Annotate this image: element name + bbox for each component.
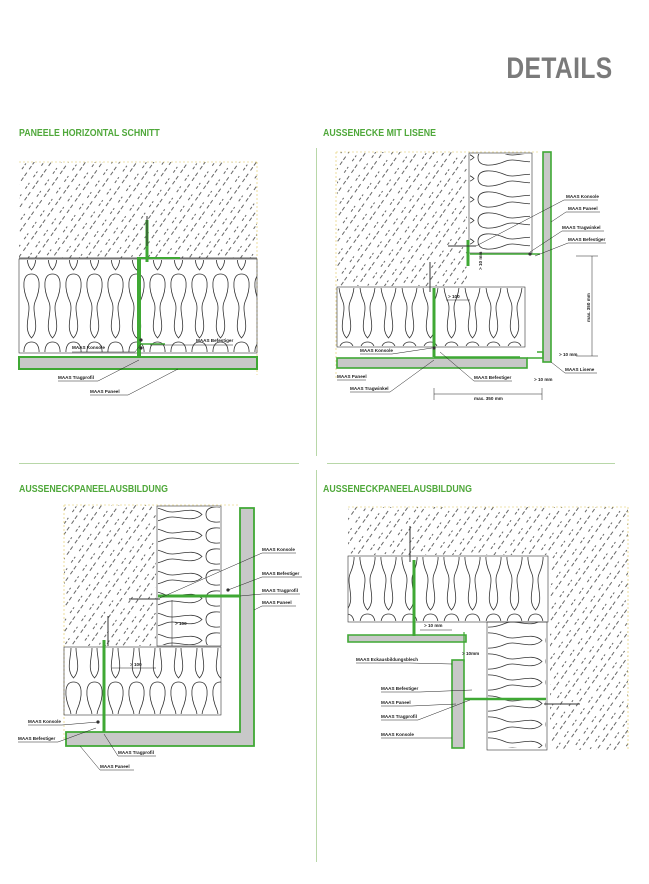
page-title: DETAILS — [506, 52, 613, 85]
label-dim-10-right: > 10 mm — [559, 352, 578, 357]
label-befestiger: MAAS Befestiger — [196, 338, 233, 343]
label-paneel: MAAS Paneel — [90, 389, 120, 394]
row-divider-right — [327, 463, 615, 464]
label-konsole-left: MAAS Konsole — [28, 719, 61, 724]
label-konsole: MAAS Konsole — [381, 732, 414, 737]
column-divider-bottom — [316, 470, 317, 862]
label-dim-10-bottom: > 10 mm — [534, 377, 553, 382]
label-tragprofil-left: MAAS Tragprofil — [118, 750, 154, 755]
label-paneel: MAAS Paneel — [381, 700, 411, 705]
drawing-ausseneckpaneel-right: > 10 mm > 10mm MAAS Eckausbildungsblech … — [347, 506, 629, 751]
label-konsole-2: MAAS Konsole — [360, 348, 393, 353]
drawing-paneele-horizontal: MAAS Konsole MAAS Befestiger MAAS Tragpr… — [18, 161, 258, 396]
label-tragwinkel-top: MAAS Tragwinkel — [562, 225, 601, 230]
label-paneel-2: MAAS Paneel — [337, 374, 367, 379]
label-dim-100a: > 100 — [130, 662, 142, 667]
label-dim-100b: > 100 — [175, 621, 187, 626]
label-tragwinkel-2: MAAS Tragwinkel — [350, 386, 389, 391]
label-befestiger-left: MAAS Befestiger — [18, 736, 55, 741]
label-dim-10-side: > 10mm — [462, 651, 479, 656]
label-dim-10-top: > 10 mm — [478, 251, 483, 270]
label-befestiger-right: MAAS Befestiger — [262, 571, 299, 576]
section-title-2: AUSSENECKE MIT LISENE — [323, 128, 436, 139]
label-konsole-top: MAAS Konsole — [566, 194, 599, 199]
label-befestiger-2: MAAS Befestiger — [474, 375, 511, 380]
drawing-ausseneckpaneel-left: > 100 > 100 MAAS Konsole MAAS Befestiger… — [18, 504, 302, 771]
label-konsole: MAAS Konsole — [72, 345, 105, 350]
label-dim-max-vertical: max. 350 mm — [586, 293, 591, 322]
row-divider-left — [19, 463, 299, 464]
label-dim-10-top: > 10 mm — [424, 623, 443, 628]
section-title-3: AUSSENECKPANEELAUSBILDUNG — [19, 484, 168, 495]
label-paneel-left: MAAS Paneel — [100, 764, 130, 769]
label-befestiger: MAAS Befestiger — [381, 686, 418, 691]
label-befestiger-top: MAAS Befestiger — [568, 237, 605, 242]
section-title-4: AUSSENECKPANEELAUSBILDUNG — [323, 484, 472, 495]
label-konsole-right: MAAS Konsole — [262, 547, 295, 552]
label-eckausbildungsblech: MAAS Eckausbildungsblech — [356, 657, 418, 662]
label-tragprofil: MAAS Tragprofil — [58, 375, 94, 380]
label-lisene: MAAS Lisene — [565, 367, 595, 372]
label-tragprofil: MAAS Tragprofil — [381, 714, 417, 719]
label-paneel-right: MAAS Paneel — [262, 600, 292, 605]
section-title-1: PANEELE HORIZONTAL SCHNITT — [19, 128, 160, 139]
column-divider-top — [316, 148, 317, 456]
label-paneel-top: MAAS Paneel — [568, 206, 598, 211]
drawing-aussenecke-lisene: MAAS Konsole MAAS Paneel MAAS Tragwinkel… — [335, 151, 606, 401]
label-dim-max-horizontal: max. 350 mm — [474, 396, 503, 401]
label-dim-100: > 100 — [448, 294, 460, 299]
label-tragprofil-right: MAAS Tragprofil — [262, 588, 298, 593]
